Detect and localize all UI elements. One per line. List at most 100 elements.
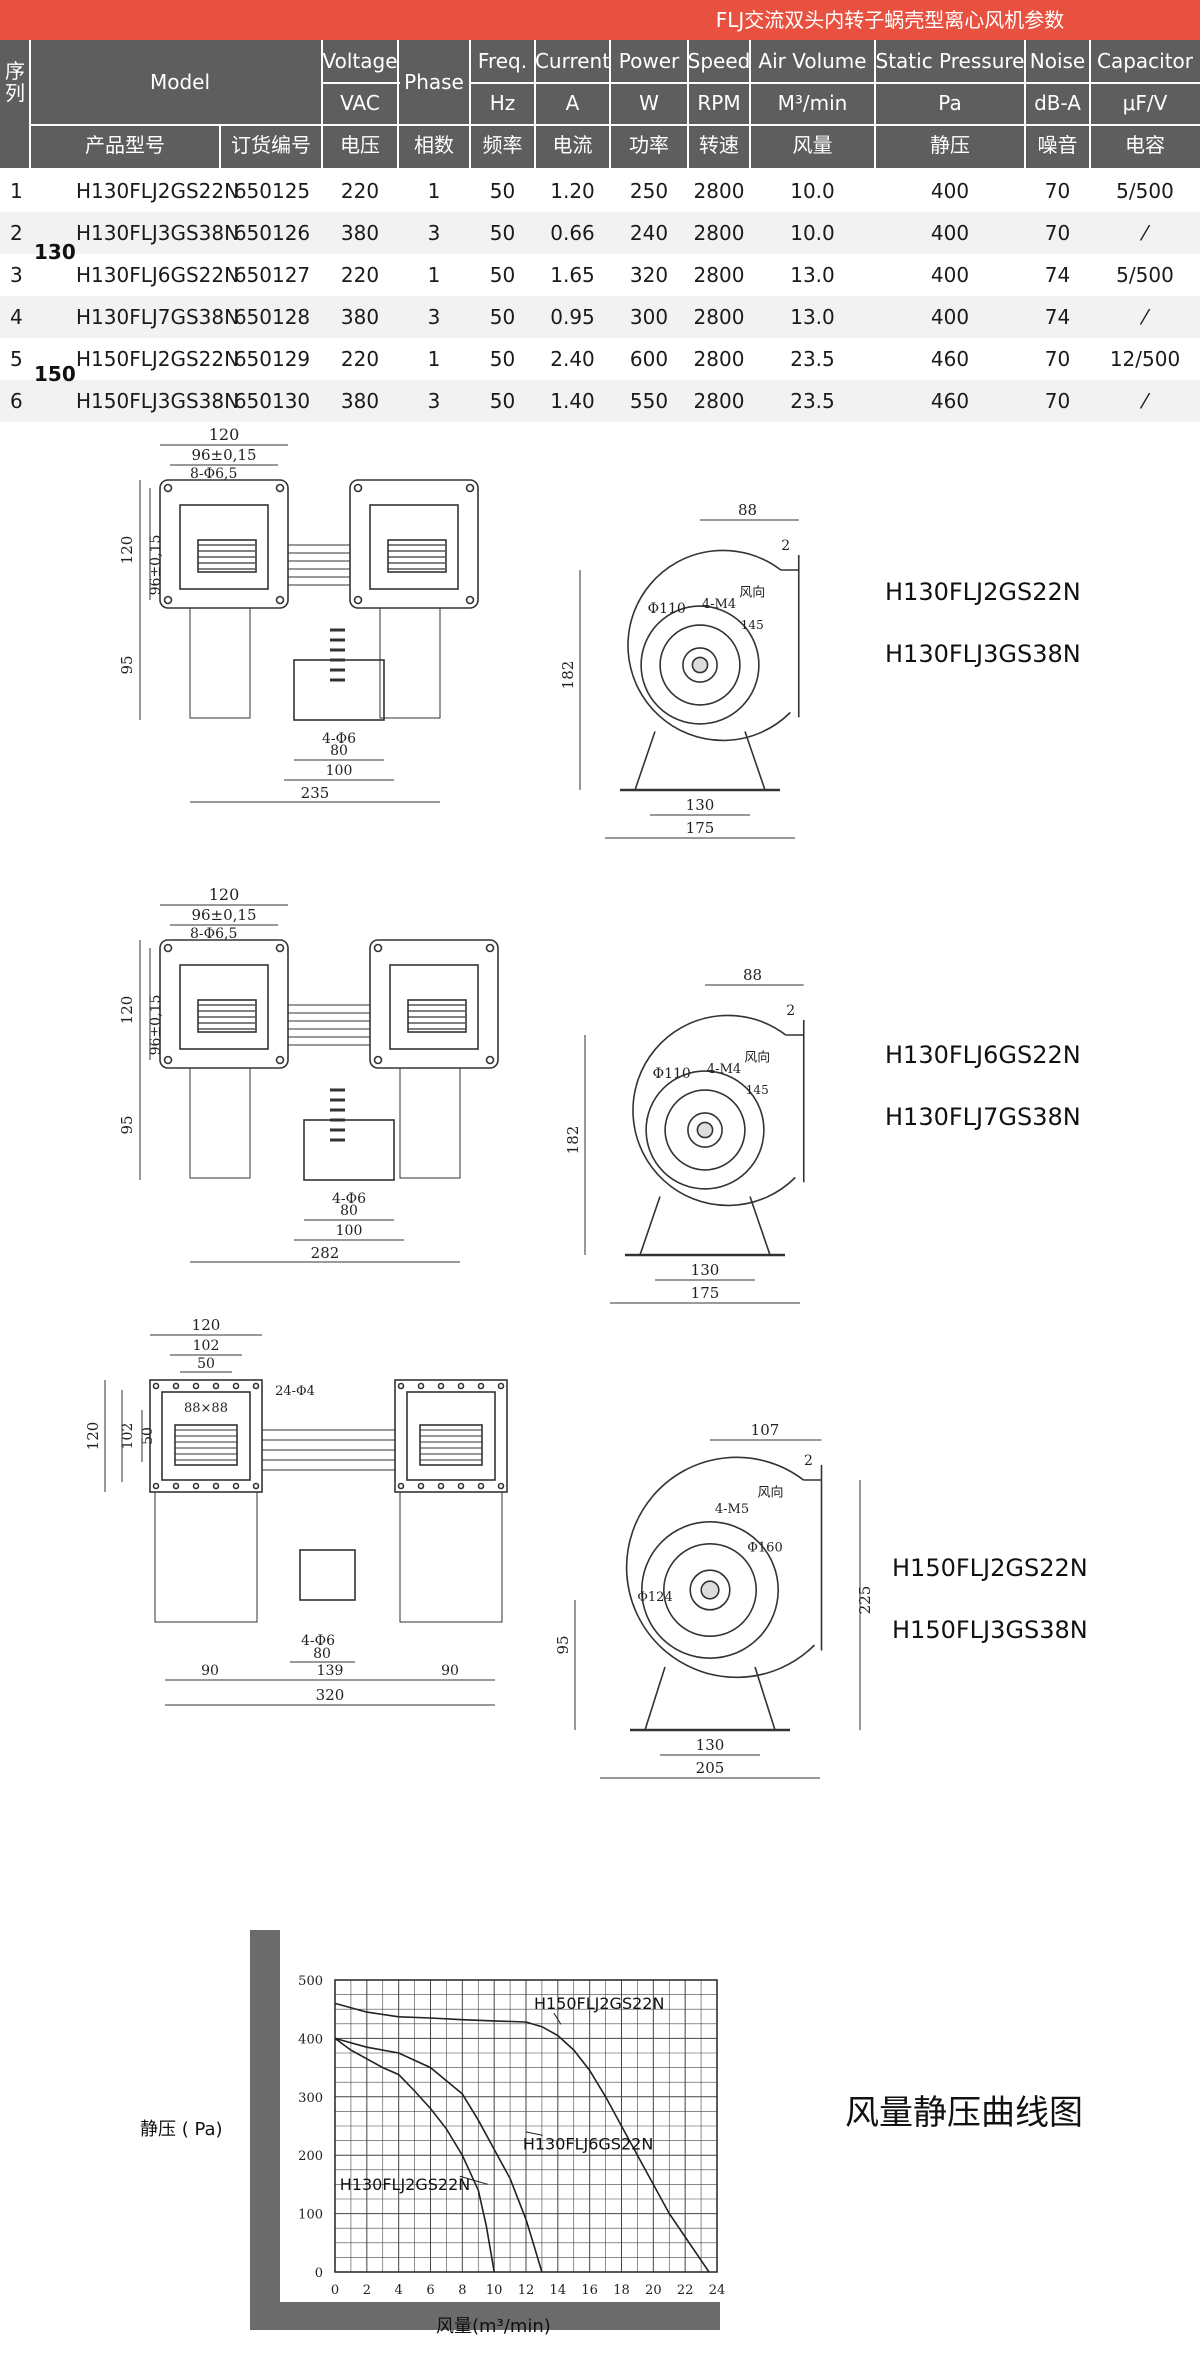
cell-freq: 50 (489, 263, 516, 287)
grille-frame (197, 539, 257, 573)
chart-series-leader-2 (525, 2131, 543, 2136)
dim-dia: Φ110 (648, 601, 686, 617)
chart-x-tick-label: 4 (395, 2283, 403, 2298)
header-divider (29, 40, 31, 168)
cell-current: 0.66 (550, 221, 595, 245)
header-cn-4: 频率 (482, 133, 523, 157)
header-cn-2: 电压 (340, 133, 380, 157)
motor-body (299, 1549, 356, 1601)
scroll-casing (625, 1456, 816, 1679)
dim-depth: 88 (743, 966, 762, 984)
motor-body (303, 1119, 395, 1181)
mount-hole (252, 1482, 260, 1490)
cell-pressure: 400 (930, 263, 970, 287)
impeller (645, 1070, 765, 1190)
dim-total-width: 235 (301, 784, 330, 802)
mount-hole (163, 1055, 173, 1065)
cell-phase: 3 (427, 221, 441, 245)
cell-order: 650129 (233, 347, 311, 371)
cell-noise: 70 (1044, 221, 1071, 245)
cell-model: H150FLJ3GS38N (76, 389, 240, 413)
chart-grid (334, 1979, 718, 2273)
mount-hole (192, 1482, 200, 1490)
drawing3-model-2: H150FLJ3GS38N (892, 1616, 1088, 1644)
model-group-label: 150 (34, 362, 76, 386)
header-cn-10: 噪音 (1037, 133, 1078, 157)
hub (687, 1112, 723, 1148)
banner-title: FLJ交流双头内转子蜗壳型离心风机参数 (715, 8, 1065, 32)
mount-hole (275, 943, 285, 953)
mount-hole (163, 595, 173, 605)
chart-x-tick-label: 22 (677, 2283, 694, 2298)
cell-air: 10.0 (790, 179, 835, 203)
cell-current: 1.40 (550, 389, 595, 413)
dim-base-height: 95 (118, 1115, 136, 1134)
cell-speed: 2800 (693, 389, 745, 413)
mount-hole (275, 483, 285, 493)
chart-x-tick-label: 6 (426, 2283, 434, 2298)
scroll-housing (379, 607, 441, 719)
header-divider (874, 40, 876, 168)
mount-hole (252, 1382, 260, 1390)
mount-hole (212, 1482, 220, 1490)
dim-base-holes: 4-Φ6 (332, 1191, 366, 1207)
header-air-volume: Air Volume (758, 49, 867, 73)
scroll-housing (189, 1067, 251, 1179)
cell-cap: 5/500 (1116, 263, 1174, 287)
dim-base-130: 130 (691, 1261, 720, 1279)
grille-frame (174, 1424, 238, 1466)
dim-base-100: 100 (326, 763, 353, 779)
header-divider (687, 40, 689, 168)
mount-hole (397, 1482, 405, 1490)
dim-base-175: 175 (686, 819, 715, 837)
mount-hole (497, 1482, 505, 1490)
cell-phase: 1 (427, 179, 441, 203)
mount-hole (477, 1382, 485, 1390)
dim-145: 145 (741, 618, 764, 632)
header-unit-1: A (565, 91, 580, 115)
drawing2-model-2: H130FLJ7GS38N (885, 1103, 1081, 1131)
outlet-opening (389, 964, 479, 1050)
dim-2: 2 (804, 1453, 813, 1469)
dim-base-height: 95 (118, 655, 136, 674)
cell-seq: 4 (10, 305, 23, 329)
chart-y-axis-label: 静压 ( Pa) (140, 2119, 223, 2140)
header-cn-model: 产品型号 (85, 133, 165, 157)
hub (682, 647, 718, 683)
cell-order: 650130 (233, 389, 311, 413)
mount-hole (373, 943, 383, 953)
cell-seq: 2 (10, 221, 23, 245)
dim-total-width: 320 (316, 1686, 345, 1704)
cell-noise: 74 (1044, 263, 1071, 287)
base-stand (638, 1196, 772, 1256)
chart-series-label-3: H130FLJ2GS22N (340, 2175, 470, 2194)
header-divider (397, 40, 399, 168)
chart-title: 风量静压曲线图 (845, 2093, 1083, 2133)
cell-model: H130FLJ7GS38N (76, 305, 240, 329)
mount-hole (353, 595, 363, 605)
cell-current: 1.65 (550, 263, 595, 287)
cell-air: 13.0 (790, 263, 835, 287)
grille-frame (419, 1424, 483, 1466)
cell-power: 320 (629, 263, 669, 287)
mount-hole (232, 1482, 240, 1490)
cell-speed: 2800 (693, 305, 745, 329)
chart-x-axis-label: 风量(m³/min) (436, 2316, 551, 2337)
drawing1-model-2: H130FLJ3GS38N (885, 640, 1081, 668)
dim-base-130: 130 (696, 1736, 725, 1754)
header-unit-5: Pa (938, 91, 962, 115)
chart-x-tick-label: 18 (613, 2283, 630, 2298)
cell-speed: 2800 (693, 347, 745, 371)
header-seq: 序 列 (5, 59, 25, 105)
mount-hole (457, 1382, 465, 1390)
dim-bolt-spacing: 96±0,15 (191, 906, 256, 924)
header-cn-11: 电容 (1125, 133, 1165, 157)
cell-speed: 2800 (693, 221, 745, 245)
mount-hole (437, 1482, 445, 1490)
dim-base-holes: 4-Φ6 (322, 731, 356, 747)
cell-power: 240 (629, 221, 669, 245)
